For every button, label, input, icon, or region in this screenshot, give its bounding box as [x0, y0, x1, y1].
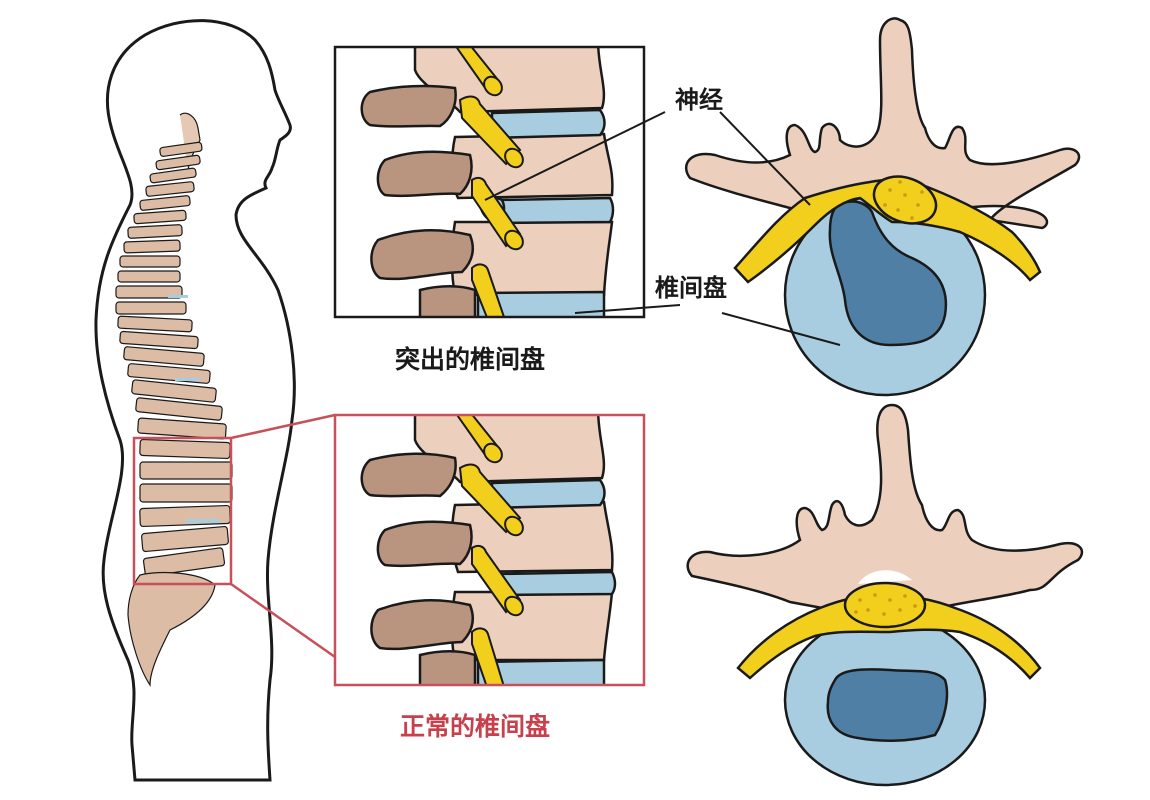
normal-disc-caption: 正常的椎间盘: [400, 712, 551, 741]
herniated-side-view: [333, 45, 681, 319]
herniated-top-view: [684, 17, 1081, 397]
spine-column: [115, 112, 233, 687]
lumbar-highlight-box: [132, 413, 336, 659]
disc-label: 椎间盘: [655, 274, 727, 302]
normal-top-view: [686, 403, 1084, 787]
herniated-disc-caption: 突出的椎间盘: [395, 345, 546, 374]
nerve-label: 神经: [675, 86, 723, 114]
normal-side-view: [333, 413, 646, 687]
